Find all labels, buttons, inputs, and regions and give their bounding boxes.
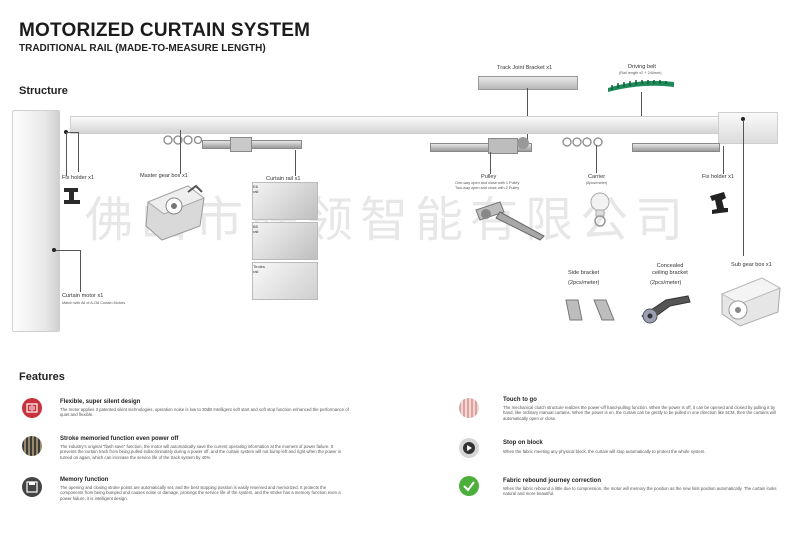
fix-holder-right-label: Fix holder x1 (702, 174, 735, 180)
page-title: MOTORIZED CURTAIN SYSTEM (19, 20, 311, 41)
bracket-right-image (632, 143, 720, 152)
rail-type-b5: B5 rail (253, 224, 259, 234)
sub-gear-box-image (720, 277, 782, 327)
feature-title: Memory function (60, 477, 109, 483)
master-gear-label: Master gear box x1 (140, 173, 188, 179)
check-icon (459, 476, 479, 496)
page-subtitle: TRADITIONAL RAIL (MADE-TO-MEASURE LENGTH… (19, 43, 266, 54)
stop-hand-icon (459, 438, 479, 458)
fix-holder-right-image (710, 192, 728, 214)
sub-gear-label: Sub gear box x1 (731, 262, 772, 268)
rail-profile-e6 (252, 182, 318, 220)
ceiling-bracket-image (641, 295, 691, 324)
carrier-image (590, 192, 610, 227)
side-bracket-image (565, 299, 615, 321)
feature-desc: The motor applies 3 patented silent tech… (60, 407, 349, 418)
carrier-note: (8pcs/meter) (586, 181, 608, 185)
track-joint-bracket-image (478, 76, 578, 90)
touch-curtain-icon (459, 398, 479, 418)
track-joint-label: Track Joint Bracket x1 (497, 65, 553, 71)
rail-profile-b5 (252, 222, 318, 260)
feature-desc: The opening and closing stroke points ar… (60, 485, 341, 501)
ceiling-bracket-qty: (2pcs/meter) (650, 280, 682, 286)
pulley-image (488, 138, 518, 154)
curtain-memory-icon (22, 436, 42, 456)
fix-holder-left-image (64, 188, 80, 204)
curtain-motor-note: Match with All of A-O8 Curtain Motors (62, 301, 126, 305)
feature-title: Fabric rebound journey correction (503, 478, 602, 484)
feature-desc: When the fabric rebound a little due to … (503, 486, 777, 497)
curtain-motor-label: Curtain motor x1 (62, 293, 104, 299)
carrier-hooks-right (562, 137, 603, 147)
pulley-note-1: One-way open and close with 1 Pulley (455, 181, 520, 185)
ceiling-bracket-label: Concealed ceiling bracket (652, 263, 688, 276)
carrier-label: Carrier (588, 174, 606, 180)
side-bracket-label: Side bracket (568, 270, 600, 276)
feature-title: Stop on block (503, 440, 543, 446)
speaker-mute-icon (22, 398, 42, 418)
pulley-parts-image (475, 201, 545, 241)
pulley-note-2: Two-way open and close with 2 Pulley (455, 186, 520, 190)
feature-desc: The industry's original "flash save" fun… (60, 444, 342, 460)
feature-title: Flexible, super silent design (60, 399, 141, 405)
master-gear-box-image (145, 184, 206, 241)
driving-belt-note: (Rail length x2 + 240mm) (619, 71, 662, 75)
sub-gear-cap-image (718, 112, 778, 144)
curtain-motor-image (12, 110, 60, 332)
rail-profile-tiroles (252, 262, 318, 300)
feature-title: Touch to go (503, 397, 537, 403)
pulley-label: Pulley (481, 174, 497, 180)
rail-type-tiroles: Tiroles rail (253, 264, 265, 274)
carrier-hooks-left (163, 135, 202, 145)
feature-desc: The mechanical clutch structure realizes… (503, 405, 776, 421)
bracket-left-image (202, 140, 302, 149)
save-disk-icon (22, 477, 42, 497)
driving-belt-label: Driving belt (628, 64, 656, 70)
driving-belt-image (608, 80, 674, 92)
side-bracket-qty: (2pcs/meter) (568, 280, 600, 286)
feature-desc: When the fabric meeting any physical blo… (503, 449, 706, 454)
feature-title: Stroke memoried function even power off (60, 436, 179, 442)
curtain-rail-label: Curtain rail x1 (266, 176, 301, 182)
rail-type-e6: E6 rail (253, 184, 259, 194)
fix-holder-left-label: Fix holder x1 (62, 175, 95, 181)
features-heading: Features (19, 371, 65, 383)
bracket-mid-image (430, 143, 532, 152)
structure-heading: Structure (19, 85, 68, 97)
